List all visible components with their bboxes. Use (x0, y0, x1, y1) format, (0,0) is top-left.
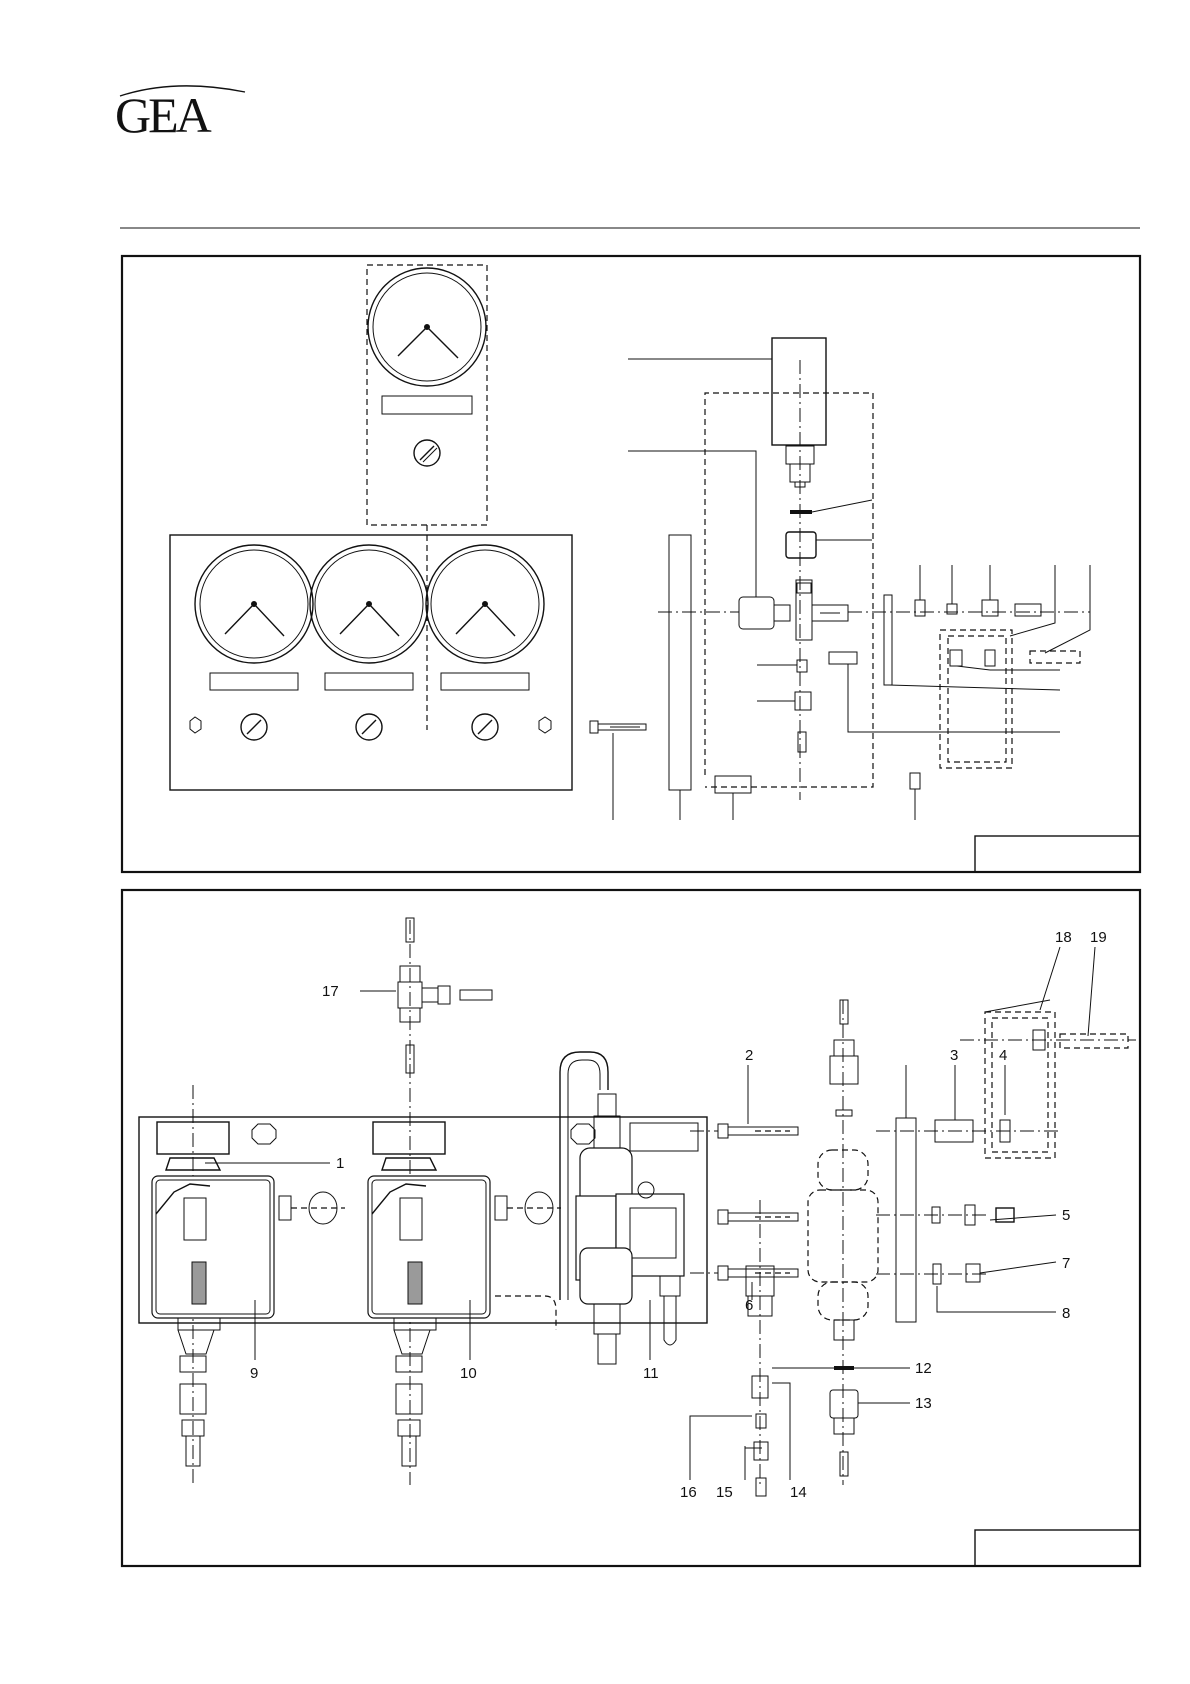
single-gauge (368, 268, 486, 466)
top-panel-frame (122, 256, 1140, 872)
union-nut (786, 532, 816, 558)
board-hex-nut-left (190, 717, 201, 733)
plate-hex-nut (252, 1124, 276, 1144)
board-hex-nut-right (539, 717, 551, 733)
callout-2: 2 (745, 1047, 753, 1064)
callout-17: 17 (322, 983, 339, 1000)
gea-logo-text: GEA (115, 87, 212, 143)
callout-8: 8 (1062, 1305, 1070, 1322)
pressure-switch-10 (368, 1158, 561, 1466)
plug-fitting (829, 652, 857, 664)
gauge-1 (195, 545, 313, 740)
seal-ring (790, 510, 812, 514)
callout-6: 6 (745, 1297, 753, 1314)
callout-18: 18 (1055, 929, 1072, 946)
differential-switch-11 (495, 1052, 684, 1364)
sensor-housing (772, 338, 826, 445)
callout-5: 5 (1062, 1207, 1070, 1224)
bracket-bar (884, 595, 892, 685)
callout-1: 1 (336, 1155, 344, 1172)
callout-10: 10 (460, 1365, 477, 1382)
spacer-block (715, 776, 751, 793)
callout-11: 11 (643, 1365, 659, 1382)
gea-logo: GEA (115, 86, 245, 143)
bolt-6 (718, 1266, 798, 1280)
plate-label (630, 1123, 698, 1151)
callout-19: 19 (1090, 929, 1107, 946)
nut-fitting (795, 692, 811, 710)
callout-16: 16 (680, 1484, 697, 1501)
top-panel (122, 256, 1140, 872)
top-panel-title-box (975, 836, 1140, 872)
gauge-needle-right (427, 327, 458, 358)
gauge-3 (426, 545, 544, 740)
bottom-panel: 1 2 3 4 5 6 7 8 9 10 11 12 13 14 15 16 1… (122, 890, 1140, 1566)
gauge-needle-left (398, 327, 427, 356)
fitting-row (915, 565, 1090, 653)
tee-assembly-17 (398, 918, 492, 1073)
indicator-window (192, 1262, 206, 1304)
bottom-panel-title-box (975, 1530, 1140, 1566)
callout-12: 12 (915, 1360, 932, 1377)
bolt-center (718, 1210, 798, 1224)
mounting-bar (669, 535, 691, 790)
callout-14: 14 (790, 1484, 807, 1501)
callout-9: 9 (250, 1365, 258, 1382)
callout-15: 15 (716, 1484, 733, 1501)
dashed-box-right (940, 630, 1012, 768)
single-gauge-outline (367, 265, 487, 525)
callout-13: 13 (915, 1395, 932, 1412)
bracket-1 (896, 1118, 916, 1322)
small-fitting (797, 660, 807, 672)
bolt-2 (718, 1124, 798, 1138)
gauge-2 (310, 545, 428, 740)
callout-4: 4 (999, 1047, 1007, 1064)
mounting-bolt (590, 721, 646, 733)
filter-drier (808, 1000, 878, 1476)
gauge-label-plate (382, 396, 472, 414)
cap-middle (373, 1122, 445, 1154)
tee-fitting (739, 580, 848, 640)
callout-7: 7 (1062, 1255, 1070, 1272)
callout-3: 3 (950, 1047, 958, 1064)
pressure-switch-9 (152, 1158, 345, 1466)
